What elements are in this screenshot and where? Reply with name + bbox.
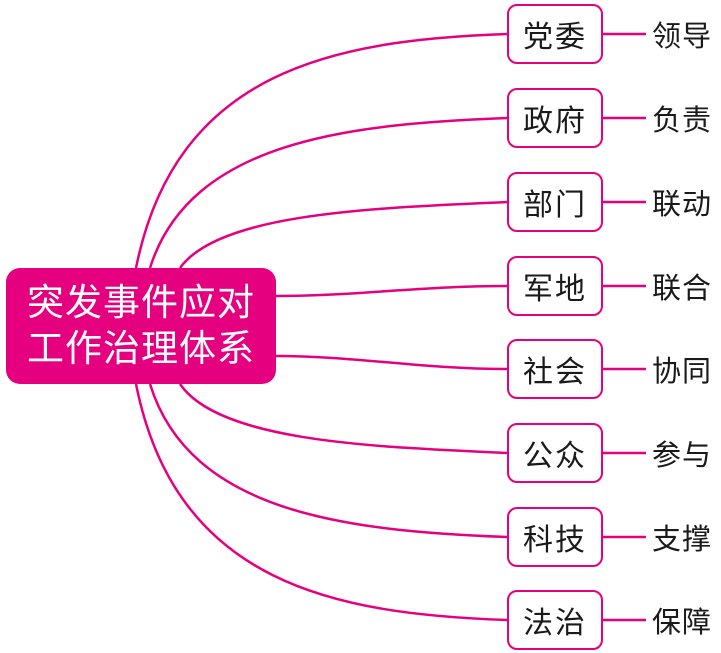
node-box-3: 部门 (507, 172, 603, 232)
node-box-7: 科技 (507, 507, 603, 567)
node-role-6: 参与 (652, 438, 713, 472)
root-title-line-1: 突发事件应对 (27, 281, 255, 324)
node-box-2: 政府 (507, 88, 603, 148)
node-box-6: 公众 (507, 423, 603, 483)
node-box-8: 法治 (507, 590, 603, 650)
node-box-4: 军地 (507, 256, 603, 316)
node-role-7: 支撑 (652, 522, 713, 556)
connector-curve-2 (148, 116, 508, 269)
connector-curve-8 (134, 383, 508, 622)
node-role-5: 协同 (652, 354, 713, 388)
node-box-1: 党委 (507, 4, 603, 64)
connector-curve-7 (148, 383, 508, 539)
connector-curve-6 (178, 383, 508, 455)
connector-curve-3 (178, 200, 508, 269)
node-role-8: 保障 (652, 605, 713, 639)
node-role-3: 联动 (652, 187, 713, 221)
connector-curve-4 (275, 284, 508, 298)
node-role-2: 负责 (652, 103, 713, 137)
node-role-4: 联合 (652, 271, 713, 305)
root-title-line-2: 工作治理体系 (27, 327, 255, 370)
node-box-5: 社会 (507, 339, 603, 399)
connector-curve-5 (275, 354, 508, 371)
connector-curve-1 (134, 32, 508, 269)
root-node: 突发事件应对 工作治理体系 (6, 268, 276, 384)
node-role-1: 领导 (652, 19, 713, 53)
